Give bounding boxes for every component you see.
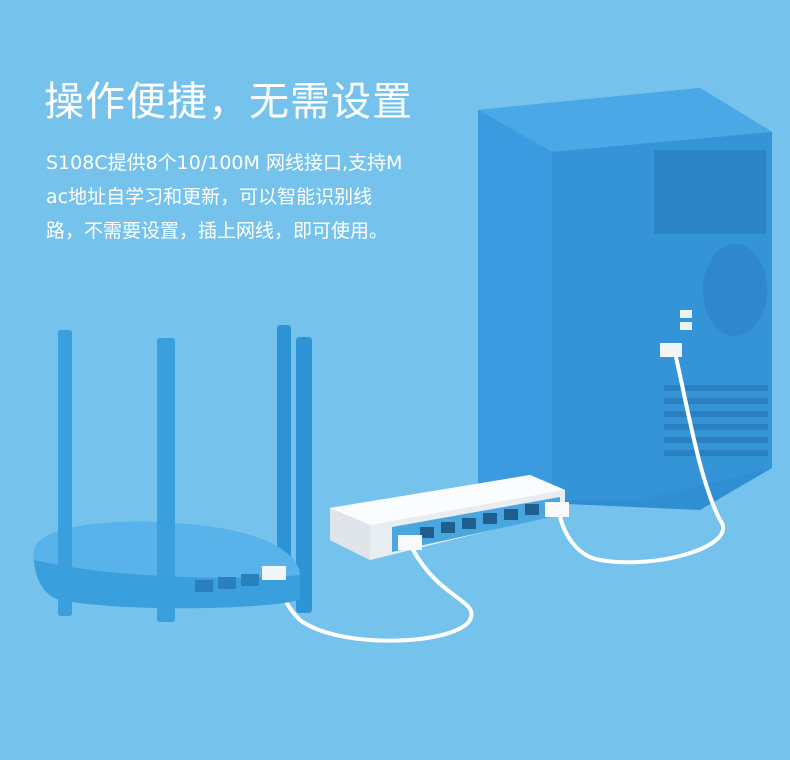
ethernet-cables: [280, 355, 725, 643]
feature-description: S108C提供8个10/100M 网线接口,支持Mac地址自学习和更新，可以智能…: [46, 152, 403, 242]
router: [33, 325, 312, 622]
drive-bay: [654, 150, 766, 234]
fan-grille-icon: [703, 244, 767, 336]
antenna-4: [296, 337, 312, 613]
antenna-3: [277, 325, 291, 595]
switch-s108c: [330, 475, 569, 560]
page-title: 操作便捷，无需设置: [44, 79, 413, 125]
switch-ports: [420, 504, 539, 538]
router-ports: [195, 574, 259, 592]
vent-slats: [664, 385, 768, 456]
computer-tower: [478, 88, 772, 510]
